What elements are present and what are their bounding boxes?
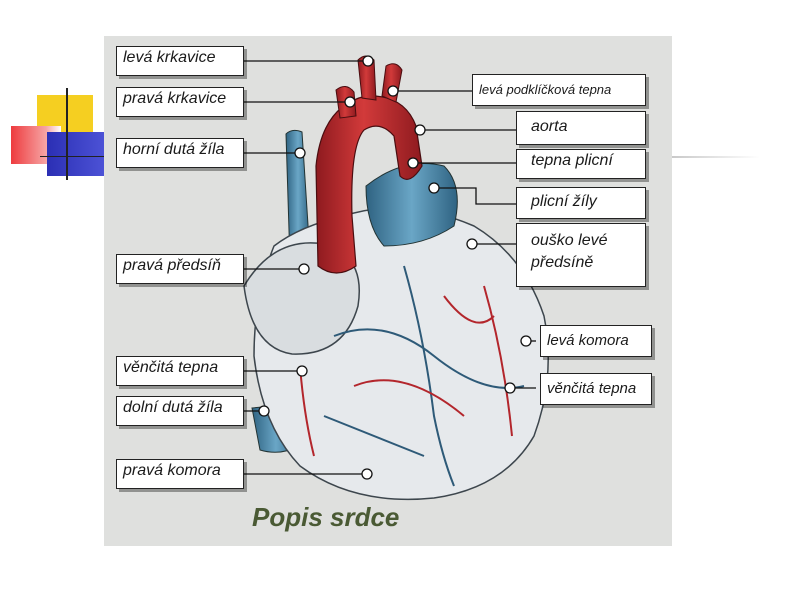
label-dolni-duta-zila: dolní dutá žíla bbox=[116, 396, 244, 426]
deco-fade-line bbox=[672, 156, 760, 158]
label-plicni-zily: plicní žíly bbox=[516, 187, 646, 219]
diagram-caption: Popis srdce bbox=[252, 502, 400, 532]
label-leva-podklickova-tepna: levá podklíčková tepna bbox=[472, 74, 646, 106]
label-ousko-leve-predsine: ouško levé předsíně bbox=[516, 223, 646, 287]
deco-blue-square bbox=[47, 132, 104, 176]
label-prava-krkavice: pravá krkavice bbox=[116, 87, 244, 117]
label-ousko-line-1: ouško levé bbox=[531, 232, 608, 249]
label-leva-krkavice: levá krkavice bbox=[116, 46, 244, 76]
label-prava-komora: pravá komora bbox=[116, 459, 244, 489]
label-horni-duta-zila: horní dutá žíla bbox=[116, 138, 244, 168]
label-vencita-tepna-left: věnčitá tepna bbox=[540, 373, 652, 405]
label-tepna-plicni: tepna plicní bbox=[516, 149, 646, 179]
connector-lines bbox=[244, 55, 536, 480]
deco-horizontal-line bbox=[40, 156, 105, 157]
heart-diagram-panel: levá krkavice pravá krkavice horní dutá … bbox=[104, 36, 672, 546]
deco-vertical-line bbox=[66, 88, 68, 180]
label-vencita-tepna-right: věnčitá tepna bbox=[116, 356, 244, 386]
label-prava-predsin: pravá předsíň bbox=[116, 254, 244, 284]
label-leva-komora: levá komora bbox=[540, 325, 652, 357]
label-ousko-line-2: předsíně bbox=[531, 254, 594, 271]
label-aorta: aorta bbox=[516, 111, 646, 145]
